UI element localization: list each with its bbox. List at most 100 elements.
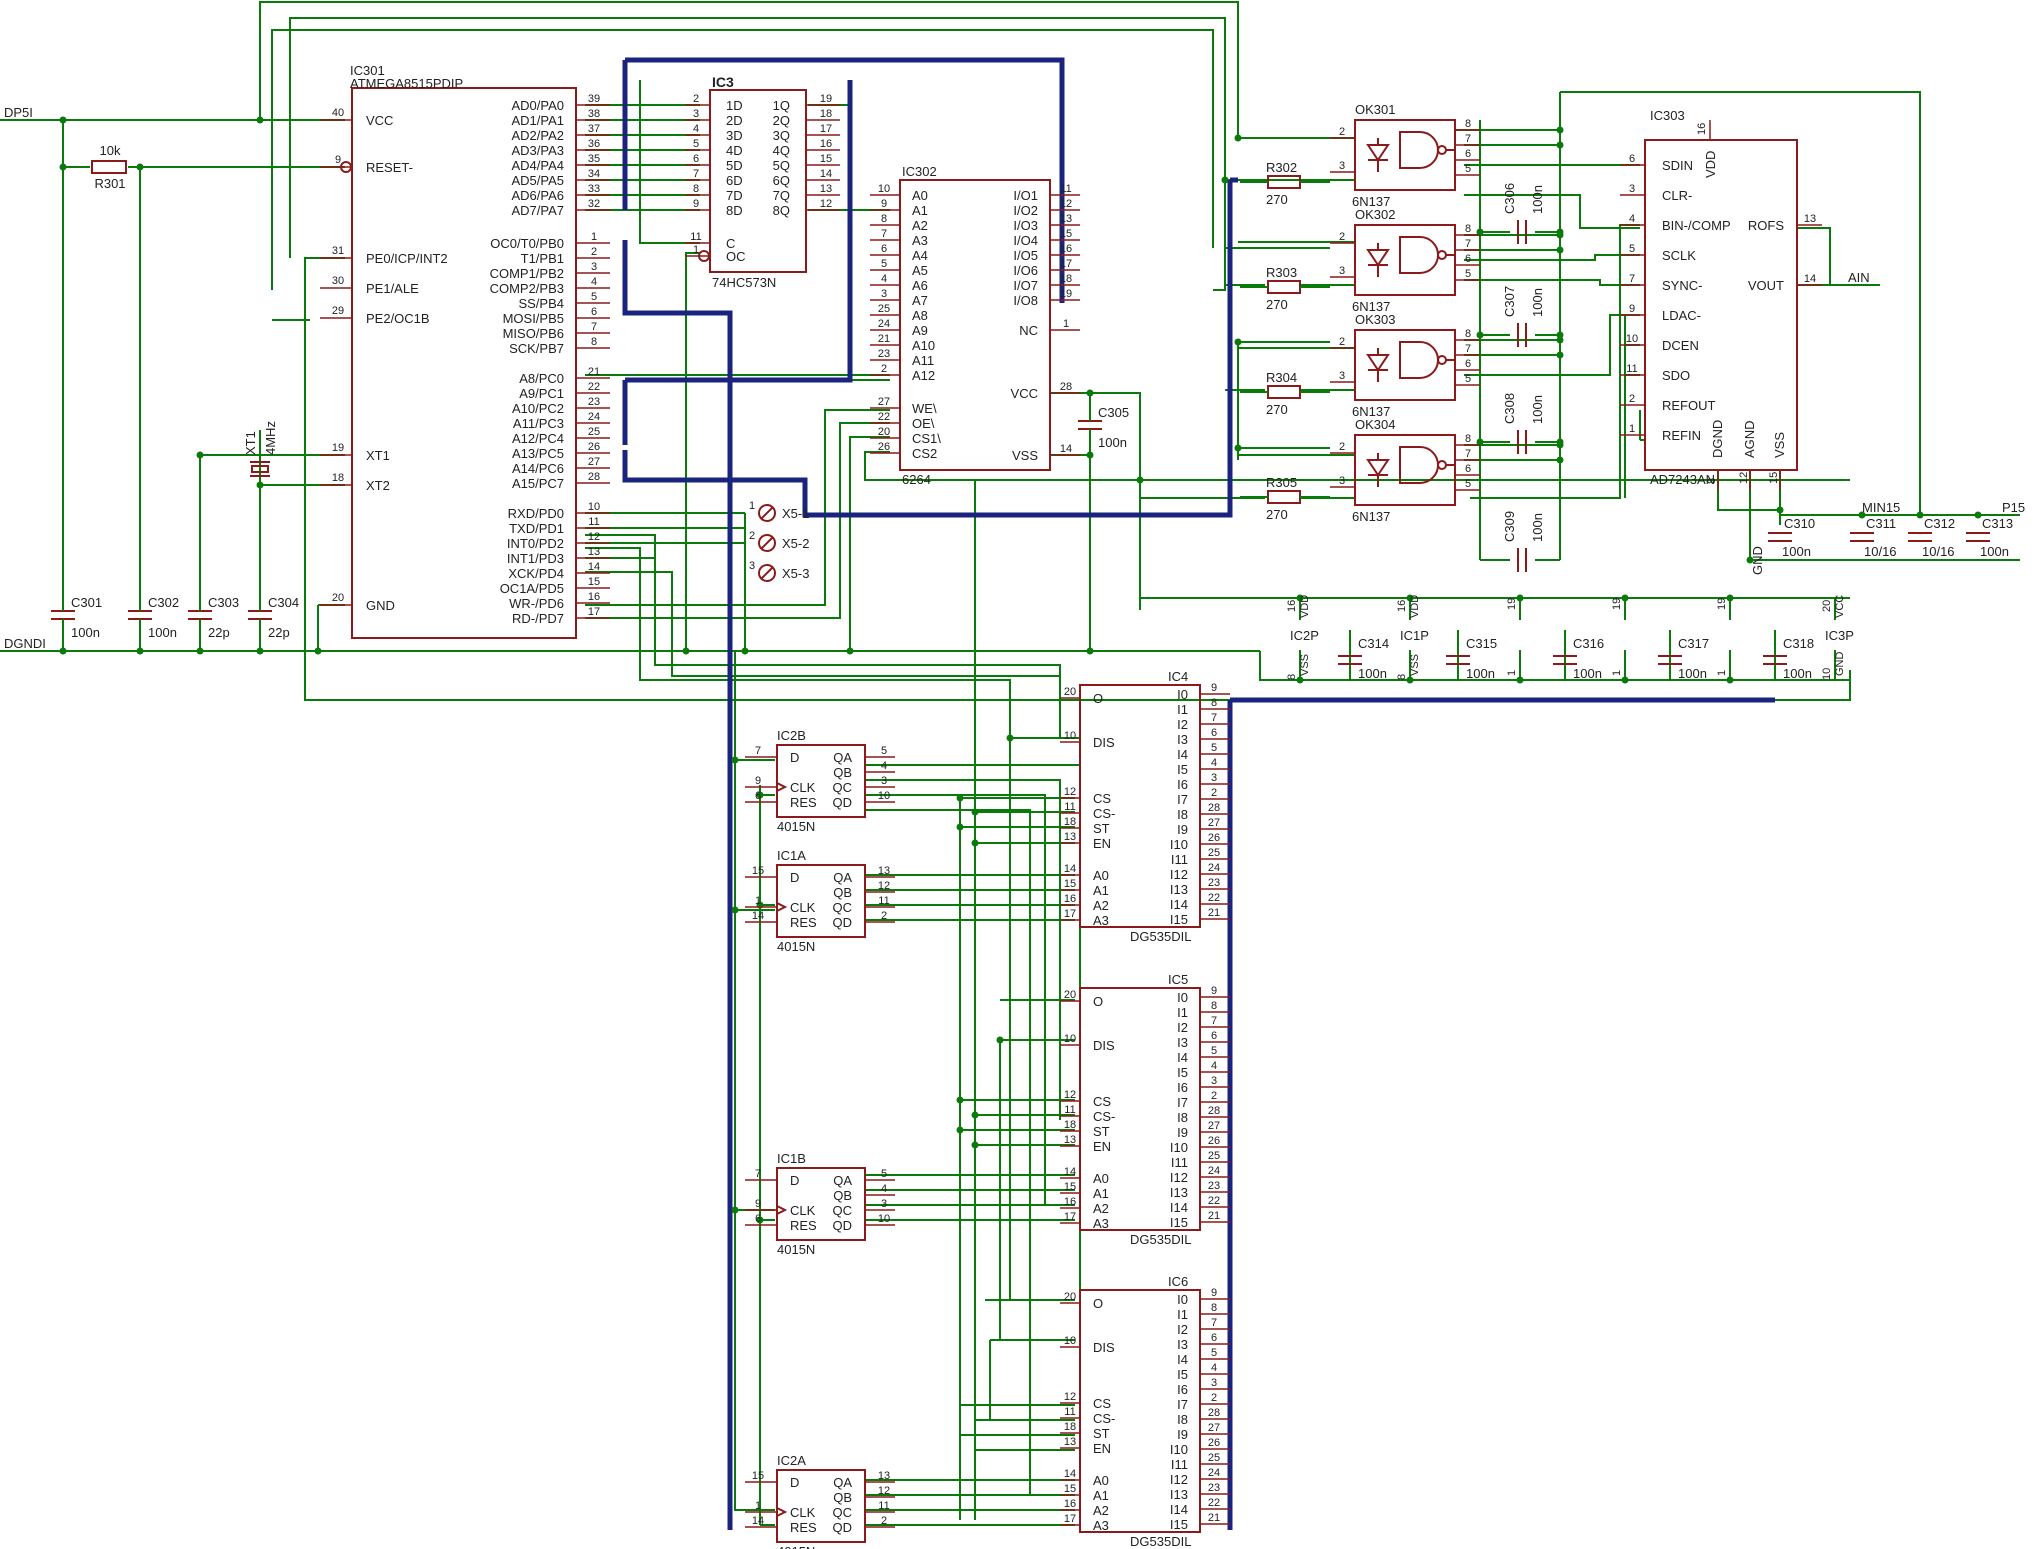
ic302-pin-num: 22 [878, 411, 890, 423]
opto-cap-c306-ref: C306 [1502, 183, 1517, 214]
ic303-part: AD7243AN [1650, 472, 1715, 487]
opto-pin-num: 6 [1465, 463, 1471, 475]
counter-pin-num: 9 [755, 775, 761, 787]
junction-dot [731, 756, 739, 764]
junction-dot [59, 116, 67, 124]
opto-resistor-value: 270 [1266, 192, 1288, 207]
ic301-pin-num: 22 [588, 381, 600, 393]
ic3-pin-name: OC [726, 249, 746, 264]
supply-pin-num: 19 [1716, 598, 1728, 610]
ic302-pin-name: A2 [912, 218, 928, 233]
ic301-pin-name: AD0/PA0 [511, 98, 564, 113]
net-label-min15: MIN15 [1862, 500, 1900, 515]
xt1-ref: XT1 [243, 431, 258, 455]
ic301-pin-name: XT2 [366, 478, 390, 493]
junction-dot [1556, 246, 1564, 254]
ic3-pin-num: 19 [820, 93, 832, 105]
ic302-pin-num: 5 [881, 258, 887, 270]
ic302-pin-name: I/O7 [1013, 278, 1038, 293]
ic301-pin-name: A8/PC0 [519, 371, 564, 386]
junction-dot [1296, 676, 1304, 684]
counter-ref: IC1A [777, 848, 806, 863]
opto-resistor-ref: R303 [1266, 265, 1297, 280]
counter-pin-name: QC [833, 1203, 853, 1218]
ic303-pin-num: 8 [1706, 478, 1718, 484]
opto-resistor-value: 270 [1266, 297, 1288, 312]
left-cap-c303-value: 22p [208, 625, 230, 640]
junction-dot [971, 1141, 979, 1149]
ic302-pin-name: CS2 [912, 446, 937, 461]
supply-cap-value: 100n [1783, 666, 1812, 681]
ic301-pin-name: RD-/PD7 [512, 611, 564, 626]
counter-pin-num: 1 [755, 1500, 761, 1512]
left-cap-c301-ref: C301 [71, 595, 102, 610]
junction-dot [1726, 676, 1734, 684]
ic301-pin-name: INT0/PD2 [507, 536, 564, 551]
mux-pin-name: DIS [1093, 1340, 1115, 1355]
junction-dot [1234, 338, 1242, 346]
mux-pin-name: I2 [1177, 1020, 1188, 1035]
ic3-pin-num: 8 [693, 183, 699, 195]
ic3-part: 74HC573N [712, 275, 776, 290]
mux-pin-name: I2 [1177, 717, 1188, 732]
mux-pin-num: 15 [1064, 1181, 1076, 1193]
mux-body [1079, 987, 1201, 1231]
mux-pin-num: 6 [1211, 1332, 1217, 1344]
x5-pin-num: 2 [749, 530, 755, 542]
ic3-pin-name: 5Q [773, 158, 790, 173]
ic302-pin-name: A9 [912, 323, 928, 338]
mux-pin-num: 2 [1211, 1090, 1217, 1102]
supply-cap-ref: C315 [1466, 636, 1497, 651]
ic302-pin-num: 23 [878, 348, 890, 360]
mux-pin-name: I11 [1171, 852, 1188, 867]
ic3-pin-num: 12 [820, 198, 832, 210]
mux-pin-name: I8 [1177, 1412, 1188, 1427]
ic302-pin-num: 17 [1060, 258, 1072, 270]
junction-dot [1086, 451, 1094, 459]
ic3-pin-num: 18 [820, 108, 832, 120]
ic302-pin-num: 12 [1060, 198, 1072, 210]
junction-dot [741, 647, 749, 655]
mux-pin-name: I8 [1177, 807, 1188, 822]
junction-dot [956, 1096, 964, 1104]
ic303-pin-num: 4 [1629, 213, 1635, 225]
mux-pin-num: 17 [1064, 1513, 1076, 1525]
mux-pin-name: CS [1093, 1094, 1111, 1109]
ic303-pin-num: 5 [1629, 243, 1635, 255]
ic3-pin-num: 2 [693, 93, 699, 105]
supply-pin-num: 1 [1506, 670, 1518, 676]
power-cap-value: 100n [1782, 544, 1811, 559]
mux-pin-name: I13 [1170, 1185, 1188, 1200]
ic303-pin-name: SCLK [1662, 248, 1696, 263]
ic301-pin-num: 35 [588, 153, 600, 165]
ic303-pin-name: VOUT [1748, 278, 1784, 293]
counter-pin-name: QB [833, 885, 852, 900]
counter-pin-name: QD [833, 795, 853, 810]
ic302-pin-name: A5 [912, 263, 928, 278]
mux-pin-name: I1 [1177, 1307, 1188, 1322]
mux-pin-num: 18 [1064, 816, 1076, 828]
ic302-pin-num: 24 [878, 318, 890, 330]
supply-cap-ref: C314 [1358, 636, 1389, 651]
junction-dot [256, 647, 264, 655]
opto-part: 6N137 [1352, 194, 1390, 209]
mux-pin-name: I11 [1171, 1457, 1188, 1472]
ic303-pin-num: 11 [1626, 363, 1637, 375]
mux-pin-name: I15 [1170, 1215, 1188, 1230]
ic301-pin-name: A10/PC2 [512, 401, 564, 416]
opto-part: 6N137 [1352, 404, 1390, 419]
mux-pin-num: 20 [1064, 1291, 1076, 1303]
ic301-pin-name: GND [366, 598, 395, 613]
mux-pin-name: A0 [1093, 1171, 1109, 1186]
mux-pin-num: 12 [1064, 786, 1076, 798]
mux-pin-name: I11 [1171, 1155, 1188, 1170]
counter-pin-num: 2 [881, 1515, 887, 1527]
ic303-pin-name: DCEN [1662, 338, 1699, 353]
ic301-pin-num: 11 [588, 516, 599, 528]
opto-pin-num: 7 [1465, 448, 1471, 460]
